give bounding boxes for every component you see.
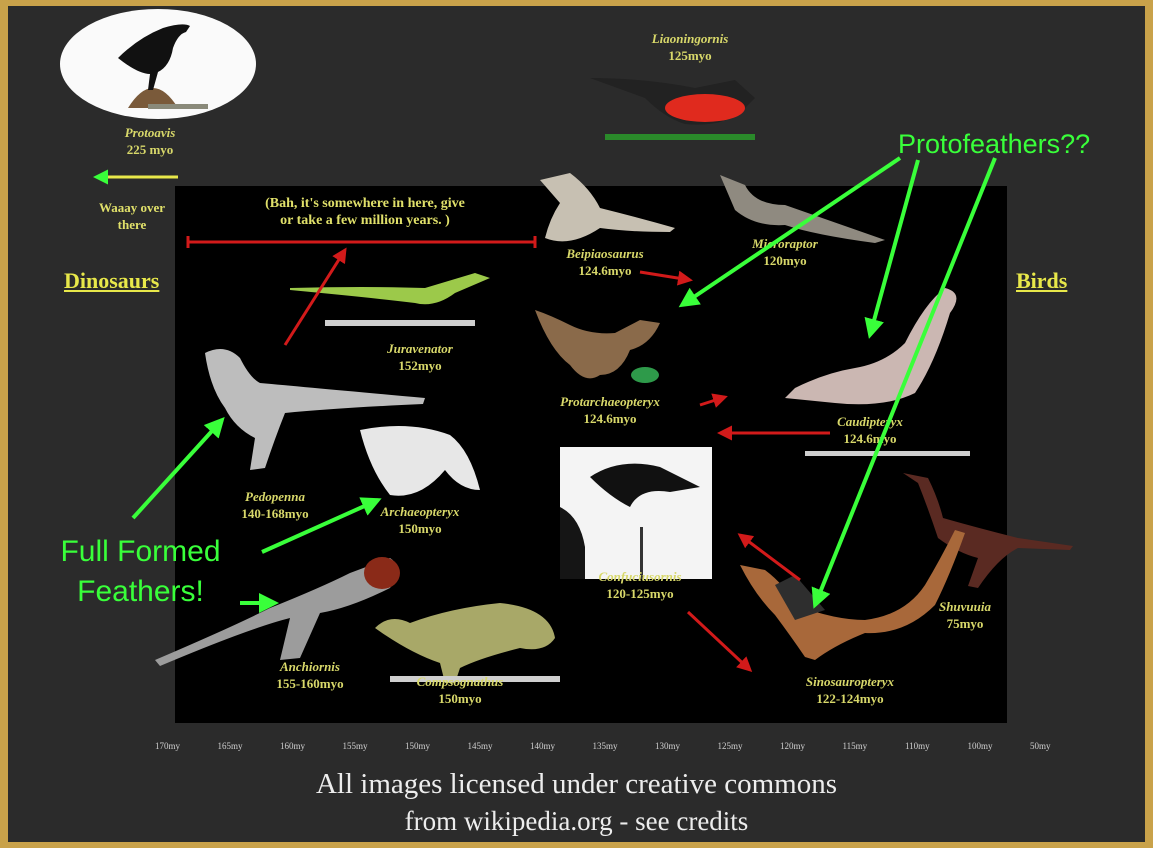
green-arrow — [133, 420, 222, 518]
red-arrow — [688, 612, 750, 670]
timeline-tick: 155my — [343, 741, 368, 751]
timeline-tick: 160my — [280, 741, 305, 751]
credits-line1: All images licensed under creative commo… — [0, 768, 1153, 801]
timeline-tick: 145my — [468, 741, 493, 751]
timeline-tick: 170my — [155, 741, 180, 751]
full-formed-line2: Feathers! — [77, 575, 204, 608]
green-arrow — [870, 160, 918, 335]
timeline-tick: 140my — [530, 741, 555, 751]
red-arrow — [285, 250, 345, 345]
timeline-tick: 115my — [843, 741, 868, 751]
red-arrow — [740, 535, 800, 580]
timeline-tick: 110my — [905, 741, 930, 751]
red-arrow — [700, 397, 725, 405]
timeline-tick: 135my — [593, 741, 618, 751]
timeline-tick: 125my — [718, 741, 743, 751]
protofeathers-label: Protofeathers?? — [898, 124, 1090, 164]
red-arrow — [640, 272, 690, 280]
timeline-tick: 100my — [968, 741, 993, 751]
timeline-tick: 120my — [780, 741, 805, 751]
green-arrow — [815, 158, 995, 605]
green-arrow — [682, 158, 900, 305]
timeline-tick: 165my — [218, 741, 243, 751]
full-formed-line1: Full Formed — [60, 535, 220, 568]
green-arrow — [262, 500, 378, 552]
timeline-tick: 50my — [1030, 741, 1051, 751]
full-formed-label: Full Formed Feathers! — [28, 532, 253, 612]
timeline-tick: 130my — [655, 741, 680, 751]
timeline-tick: 150my — [405, 741, 430, 751]
credits-line2: from wikipedia.org - see credits — [0, 806, 1153, 837]
